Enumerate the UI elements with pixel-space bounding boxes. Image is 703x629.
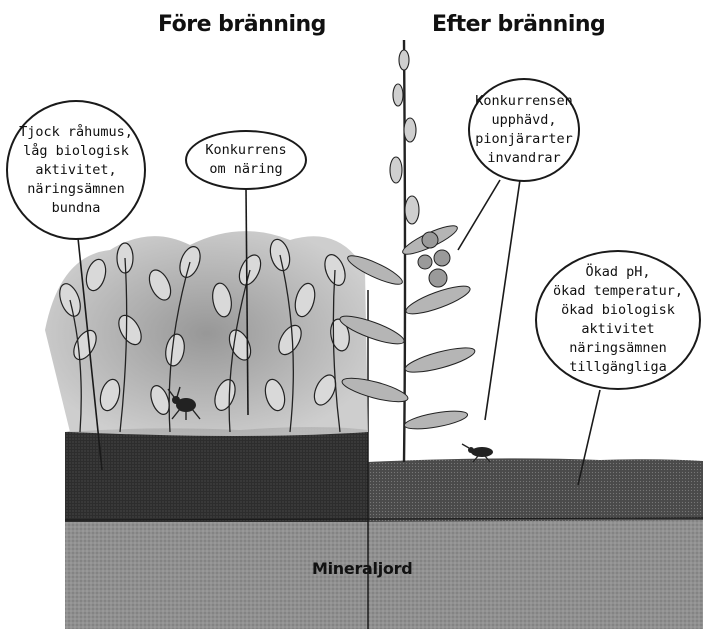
callout-thick-humus: Tjock råhumus, låg biologisk aktivitet, … — [6, 100, 146, 240]
callout-competition-lifted: Konkurrensen upphävd, pionjärarter invan… — [468, 78, 580, 182]
mineral-soil-label: Mineraljord — [312, 559, 412, 578]
burnt-humus-layer — [368, 458, 703, 522]
heading-before-burning: Före bränning — [158, 12, 326, 37]
callout-competition-lifted-text: Konkurrensen upphävd, pionjärarter invan… — [475, 92, 573, 168]
heading-after-burning: Efter bränning — [432, 12, 605, 37]
callout-increased-ph: Ökad pH, ökad temperatur, ökad biologisk… — [535, 250, 701, 390]
callout-competition-text: Konkurrens om näring — [205, 141, 286, 179]
blueberry-shrub — [45, 231, 368, 436]
callout-thick-humus-text: Tjock råhumus, låg biologisk aktivitet, … — [19, 123, 133, 218]
callout-competition: Konkurrens om näring — [185, 130, 307, 190]
thick-humus-layer — [65, 427, 368, 522]
callout-increased-ph-text: Ökad pH, ökad temperatur, ökad biologisk… — [545, 263, 691, 377]
